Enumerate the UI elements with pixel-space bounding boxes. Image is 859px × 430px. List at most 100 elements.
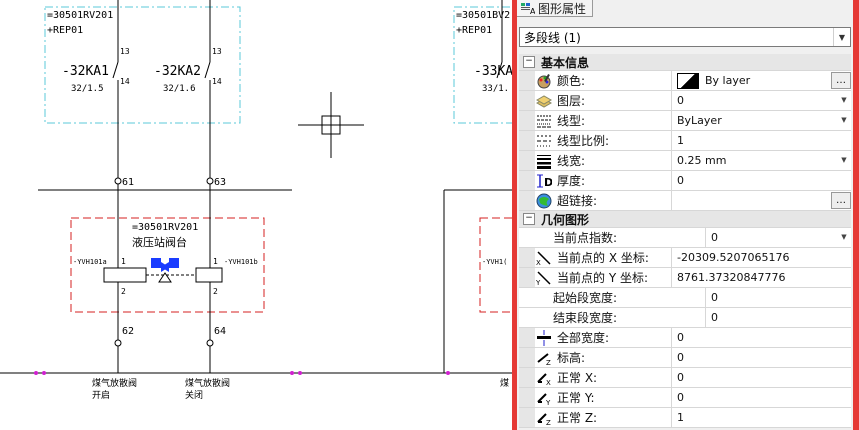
crosshair-cursor-icon [298,92,364,158]
category-title: 几何图形 [541,212,590,227]
svg-text:32/1.5: 32/1.5 [71,84,104,94]
property-value-cell[interactable]: 0.25 mm ▼ [672,151,851,170]
valve-block-title: 液压站阀台 [132,235,187,249]
block-ref-left: =30501RV201 [47,10,113,21]
property-value-cell[interactable]: 1 [672,408,851,427]
normal-x-icon: X [535,369,553,387]
svg-text:32/1.6: 32/1.6 [163,84,196,94]
svg-text:64: 64 [214,326,226,337]
category-header[interactable]: −基本信息 [519,54,851,71]
property-value-cell[interactable]: 0 [706,308,851,327]
category-header[interactable]: −几何图形 [519,211,851,228]
drawing-canvas[interactable]: =30501RV201 +REP01 =30501BV2 +REP01 13 1… [0,0,512,430]
svg-text:2: 2 [121,287,126,296]
ellipsis-button[interactable]: … [831,192,851,209]
valve-block-frame-right [479,217,512,313]
property-value-cell[interactable]: 0 [672,328,851,347]
property-value-cell[interactable]: 8761.37320847776 [672,268,851,287]
property-value-cell[interactable]: 0▼ [672,91,851,110]
property-name-cell: 图层: [519,91,672,110]
chevron-down-icon[interactable]: ▼ [833,28,850,46]
chevron-down-icon[interactable]: ▼ [841,233,847,241]
property-value-cell[interactable]: 0 [672,171,851,190]
property-name-cell: 线宽: [519,151,672,170]
chevron-down-icon[interactable]: ▼ [841,96,847,104]
layer-icon [535,92,553,110]
svg-text:-YVH101b: -YVH101b [224,258,258,266]
normal-z-icon: Z [535,409,553,427]
property-value-cell[interactable]: 0 [706,288,851,307]
elevation-icon: Z [535,349,553,367]
property-name-cell: 颜色: [519,71,672,90]
tab-label: 图形属性 [538,1,587,16]
property-value-cell[interactable]: By layer… [672,71,851,90]
property-name-cell: X 正常 X: [519,368,672,387]
global-width-icon [535,329,553,347]
ellipsis-button[interactable]: … [831,72,851,89]
property-name: 全部宽度: [557,331,610,345]
svg-text:61: 61 [122,177,134,188]
property-name: 图层: [557,94,586,108]
svg-text:14: 14 [120,77,130,86]
property-value: 0 [677,391,684,404]
property-row[interactable]: 线型:ByLayer▼ [519,111,851,131]
property-name-cell: 线型比例: [519,131,672,150]
tab-properties[interactable]: A 图形属性 [517,0,594,17]
property-row[interactable]: X 正常 X: 0 [519,368,851,388]
property-row[interactable]: 颜色: By layer… [519,71,851,91]
property-value-cell[interactable]: ByLayer ▼ [672,111,851,130]
lineweight-icon [535,152,553,170]
property-value: ByLayer [677,114,722,127]
svg-text:2: 2 [213,287,218,296]
property-value-cell[interactable]: 0 [672,368,851,387]
property-name-cell: 结束段宽度: [519,308,706,327]
collapse-icon[interactable]: − [523,213,535,225]
y-coordinate-icon: Y [535,269,553,287]
collapse-icon[interactable]: − [523,56,535,68]
color-swatch [677,72,699,89]
svg-text:33/1.: 33/1. [482,84,509,94]
property-value-cell[interactable]: … [672,191,851,210]
property-value: 0.25 mm [677,154,727,167]
property-row[interactable]: 起始段宽度:0 [519,288,851,308]
svg-text:煤气放散阀: 煤气放散阀 [185,377,230,389]
property-name: 正常 X: [557,371,598,385]
properties-tab-icon: A [521,2,535,14]
property-name: 颜色: [557,74,586,88]
svg-text:63: 63 [214,177,226,188]
property-row[interactable]: 全部宽度: 0 [519,328,851,348]
pane-splitter[interactable] [512,0,517,430]
property-row[interactable]: 超链接:… [519,191,851,211]
property-value: 0 [711,311,718,324]
svg-text:X: X [546,379,551,386]
property-name: 当前点的 X 坐标: [557,251,649,265]
property-row[interactable]: 线宽: 0.25 mm ▼ [519,151,851,171]
property-value-cell[interactable]: 0 [672,388,851,407]
property-value-cell[interactable]: 0▼ [706,228,851,247]
property-row[interactable]: 线型比例: 1 [519,131,851,151]
color-palette-icon [535,72,553,90]
normal-y-icon: Y [535,389,553,407]
property-row[interactable]: 结束段宽度: 0 [519,308,851,328]
property-value-cell[interactable]: -20309.5207065176 [672,248,851,267]
relay-32ka2-label: -32KA2 [154,64,201,79]
property-value: 1 [677,134,684,147]
chevron-down-icon[interactable]: ▼ [841,116,847,124]
property-row[interactable]: 当前点指数:0▼ [519,228,851,248]
property-value-cell[interactable]: 1 [672,131,851,150]
chevron-down-icon[interactable]: ▼ [841,156,847,164]
block-ref-right: =30501BV2 [456,10,510,21]
property-value-cell[interactable]: 0 [672,348,851,367]
object-type-select[interactable]: 多段线 (1) ▼ [519,27,851,47]
property-row[interactable]: 图层: 0▼ [519,91,851,111]
